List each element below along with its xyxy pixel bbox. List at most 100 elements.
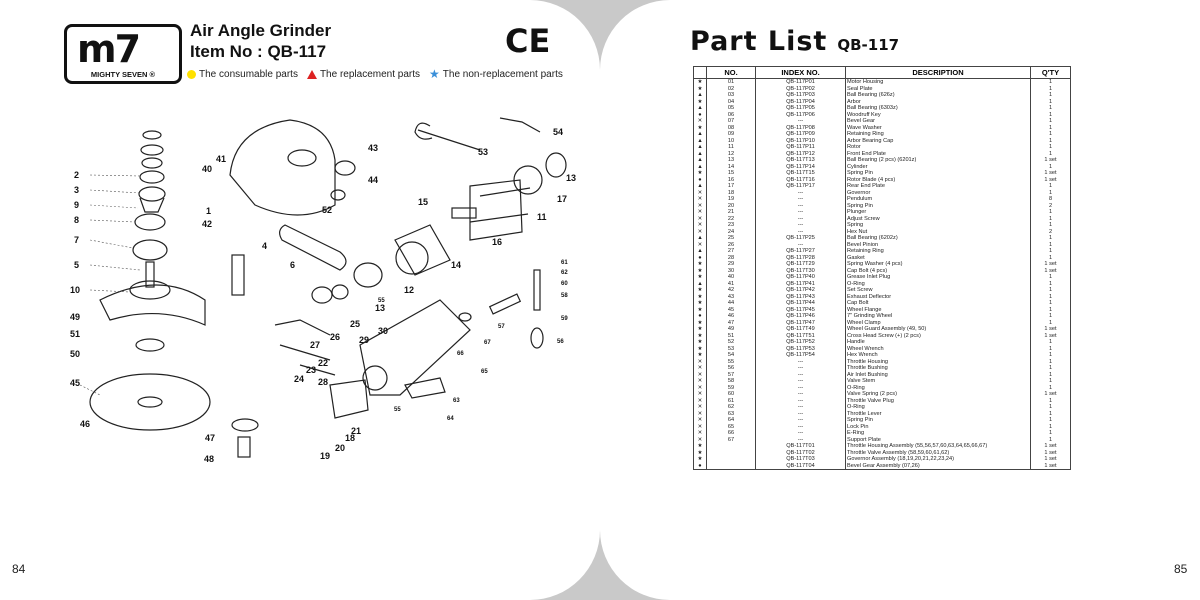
page-number: 85 xyxy=(1174,562,1188,576)
yellow-dot-icon xyxy=(187,69,196,79)
callout: 16 xyxy=(492,237,502,247)
quantity: 1 xyxy=(1030,131,1071,138)
quantity: 1 xyxy=(1030,365,1071,372)
part-no: 01 xyxy=(706,78,756,86)
quantity: 1 xyxy=(1030,358,1071,365)
part-shape xyxy=(139,197,165,213)
quantity: 1 xyxy=(1030,124,1071,131)
part-list-item-no: QB-117 xyxy=(837,36,900,54)
qty-header: Q'TY xyxy=(1030,66,1071,79)
quantity: 1 set xyxy=(1030,443,1071,450)
part-shape xyxy=(331,284,349,300)
quantity: 1 xyxy=(1030,215,1071,222)
part-shape xyxy=(137,396,163,408)
callout: 45 xyxy=(70,378,80,388)
callout: 19 xyxy=(320,451,330,461)
callout-labels: 2 3 9 8 7 5 10 49 51 50 45 46 48 47 41 4… xyxy=(70,127,576,464)
callout: 65 xyxy=(481,369,488,375)
callout: 13 xyxy=(566,173,576,183)
callout: 67 xyxy=(484,340,491,346)
callout: 63 xyxy=(453,398,460,404)
part-shape xyxy=(362,365,388,391)
part-shape xyxy=(132,239,168,261)
quantity: 1 xyxy=(1030,397,1071,404)
quantity: 1 xyxy=(1030,137,1071,144)
part-shape xyxy=(533,269,541,311)
part-shape xyxy=(138,186,166,202)
callout: 20 xyxy=(335,443,345,453)
quantity: 1 xyxy=(1030,92,1071,99)
quantity: 1 xyxy=(1030,345,1071,352)
callout: 2 xyxy=(74,170,79,180)
callout: 30 xyxy=(378,326,388,336)
part-shape xyxy=(299,364,336,376)
quantity: 1 set xyxy=(1030,261,1071,268)
part-shape xyxy=(394,224,451,276)
part-shape xyxy=(140,144,164,156)
yellow-dot-icon: ● xyxy=(693,462,707,470)
quantity: 1 set xyxy=(1030,170,1071,177)
description-header: DESCRIPTION xyxy=(845,66,1031,79)
callout: 15 xyxy=(418,197,428,207)
callout: 47 xyxy=(205,433,215,443)
part-shape xyxy=(89,373,211,431)
quantity: 1 xyxy=(1030,105,1071,112)
quantity: 1 xyxy=(1030,384,1071,391)
part-shape xyxy=(353,262,383,288)
quantity: 1 xyxy=(1030,209,1071,216)
part-shape xyxy=(329,379,369,419)
callout: 1 xyxy=(206,206,211,216)
callout: 5 xyxy=(74,260,79,270)
quantity: 1 xyxy=(1030,287,1071,294)
callout: 29 xyxy=(359,335,369,345)
part-shape xyxy=(139,170,165,184)
callout: 57 xyxy=(498,324,505,330)
callout: 43 xyxy=(368,143,378,153)
callout: 8 xyxy=(74,215,79,225)
red-triangle-icon xyxy=(306,69,317,79)
part-shape xyxy=(451,207,477,219)
brand-logo: m7 MIGHTY SEVEN ® xyxy=(64,24,182,84)
callout: 41 xyxy=(216,154,226,164)
blue-star-icon: ★ xyxy=(693,78,707,86)
callout: 48 xyxy=(204,454,214,464)
callout: 46 xyxy=(80,419,90,429)
part-shape xyxy=(469,213,529,223)
callout: 4 xyxy=(262,241,267,251)
quantity: 1 xyxy=(1030,241,1071,248)
quantity: 1 set xyxy=(1030,332,1071,339)
quantity: 1 xyxy=(1030,436,1071,443)
callout: 53 xyxy=(478,147,488,157)
table-row: ✕60---Valve Spring (2 pcs)1 set xyxy=(693,391,1071,398)
callout: 13 xyxy=(375,303,385,313)
parts-table-header: NO. INDEX NO. DESCRIPTION Q'TY xyxy=(693,66,1071,79)
quantity: 1 xyxy=(1030,371,1071,378)
callout: 56 xyxy=(557,339,564,345)
index-header: INDEX NO. xyxy=(755,66,846,79)
